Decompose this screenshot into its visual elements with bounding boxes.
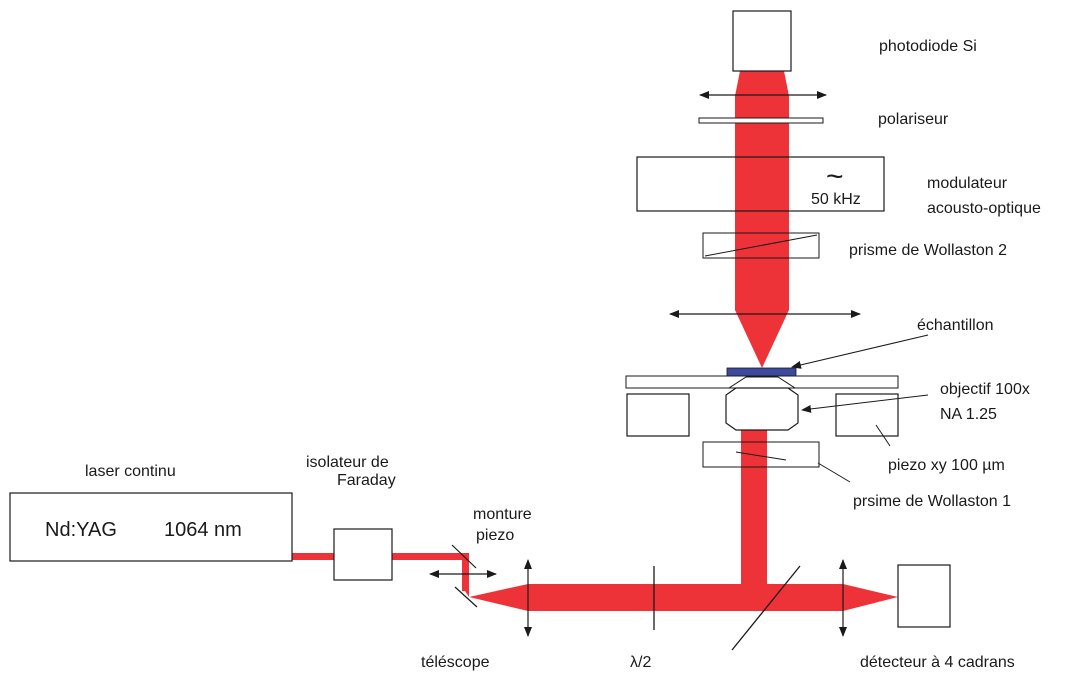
wollaston-2-label: prisme de Wollaston 2 xyxy=(849,242,1007,259)
telescope-mirror xyxy=(454,586,478,608)
beam-vertical-lower xyxy=(741,430,767,598)
photodiode-box xyxy=(732,10,792,72)
isolator-label-line2: Faraday xyxy=(337,472,396,489)
polarizer-plate xyxy=(698,117,824,124)
piezo-mirror xyxy=(451,544,477,569)
beam-isolator-to-mirror xyxy=(392,553,465,560)
polarizer-label: polariseur xyxy=(878,111,949,128)
modulator-label-line2: acousto-optique xyxy=(927,200,1041,217)
detector-label: détecteur à 4 cadrans xyxy=(860,654,1015,671)
sample-label: échantillon xyxy=(917,317,994,334)
beam-laser-to-isolator xyxy=(292,553,334,560)
piezo-xy-label: piezo xy 100 µm xyxy=(888,457,1005,474)
wollaston-1-label: prsime de Wollaston 1 xyxy=(853,493,1011,510)
laser-beam xyxy=(292,71,898,611)
beam-horizontal-main xyxy=(528,584,767,611)
modulator-label-line1: modulateur xyxy=(927,175,1008,192)
laser-title: laser continu xyxy=(85,463,176,480)
beam-focused-to-sample xyxy=(735,310,789,368)
wollaston-prism-2 xyxy=(702,232,820,259)
modulator-tilde: ~ xyxy=(826,160,844,193)
objective-label-line1: objectif 100x xyxy=(940,381,1030,398)
beam-telescope-expansion xyxy=(469,584,528,611)
quadrant-detector-box xyxy=(897,564,951,628)
beam-focus-to-telescope xyxy=(465,591,469,597)
objective-label-line2: NA 1.25 xyxy=(940,406,997,423)
modulator-frequency: 50 kHz xyxy=(811,191,861,208)
wollaston-prism-1 xyxy=(702,441,820,468)
piezo-block-left xyxy=(626,393,690,437)
laser-wavelength: 1064 nm xyxy=(164,519,242,541)
piezo-block-right xyxy=(835,393,899,437)
beam-to-photodiode xyxy=(735,71,789,96)
piezo-mount-label-line1: monture xyxy=(473,506,532,523)
sample-pointer xyxy=(791,334,929,369)
beam-splitter xyxy=(731,565,801,651)
piezo-pointer xyxy=(875,424,891,447)
laser-type: Nd:YAG xyxy=(45,519,117,541)
isolator-label-line1: isolateur de xyxy=(306,454,389,471)
beam-to-detector xyxy=(767,584,898,611)
objective-pointer xyxy=(801,394,929,413)
modulator-box xyxy=(636,156,885,212)
piezo-mount-label-line2: piezo xyxy=(476,527,514,544)
wollaston-1-pointer xyxy=(817,462,851,483)
photodiode-label: photodiode Si xyxy=(879,38,977,55)
objective-lens xyxy=(725,387,799,431)
beam-vertical-upper xyxy=(735,96,789,310)
faraday-isolator-box xyxy=(333,528,393,581)
telescope-label: téléscope xyxy=(421,654,490,671)
half-wave-label: λ/2 xyxy=(630,654,651,671)
laser-box xyxy=(9,492,293,562)
sample-slide xyxy=(726,367,797,377)
